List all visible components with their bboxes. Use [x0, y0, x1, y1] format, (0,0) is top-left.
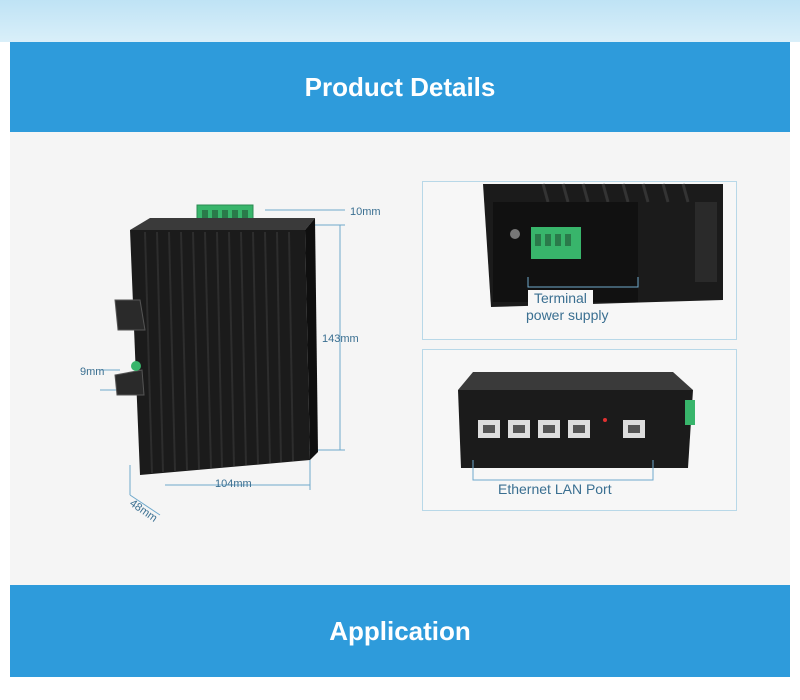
dim-height: 143mm	[322, 333, 359, 345]
dim-top: 10mm	[350, 206, 381, 218]
terminal-detail-image	[422, 181, 737, 340]
dim-width: 104mm	[215, 478, 252, 490]
product-details-title: Product Details	[304, 71, 496, 102]
device-dimension-drawing	[100, 204, 345, 516]
top-gradient-strip	[0, 0, 800, 42]
terminal-caption-line2: power supply	[520, 307, 615, 323]
product-details-banner: Product Details	[10, 42, 790, 132]
terminal-caption-line1: Terminal	[528, 290, 593, 306]
ethernet-caption: Ethernet LAN Port	[492, 481, 618, 497]
status-led	[131, 361, 141, 371]
application-title: Application	[329, 615, 471, 646]
dim-side: 9mm	[80, 366, 105, 378]
application-banner: Application	[10, 585, 790, 677]
